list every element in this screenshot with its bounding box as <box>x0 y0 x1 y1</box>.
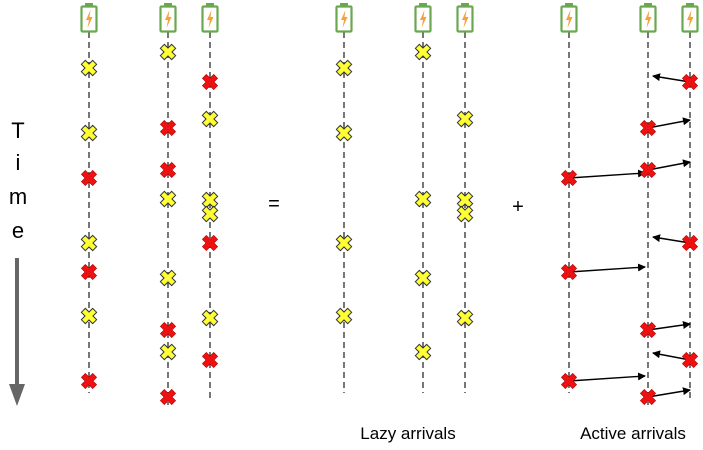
battery-icon <box>560 3 578 33</box>
arrival-link-arrow <box>652 234 691 244</box>
red-x-icon <box>80 372 98 390</box>
timelines <box>80 3 699 405</box>
battery-icon <box>335 3 353 33</box>
arrival-links <box>568 73 691 398</box>
time-axis: T i m e <box>9 118 27 406</box>
arrival-link-arrow <box>647 321 691 331</box>
red-x-icon <box>681 234 699 252</box>
yellow-x-icon <box>80 124 98 142</box>
yellow-x-icon <box>201 205 219 223</box>
battery-icon <box>414 3 432 33</box>
red-x-icon <box>639 321 657 339</box>
red-x-icon <box>201 234 219 252</box>
red-x-icon <box>201 73 219 91</box>
yellow-x-icon <box>159 43 177 61</box>
arrival-link-arrow <box>568 263 646 273</box>
equals-sign: = <box>268 193 280 215</box>
arrival-link-arrow <box>647 117 691 129</box>
red-x-icon <box>159 119 177 137</box>
time-letter-m: m <box>9 184 27 209</box>
arrival-link-arrow <box>647 159 691 171</box>
yellow-x-icon <box>414 190 432 208</box>
yellow-x-icon <box>335 59 353 77</box>
red-x-icon <box>159 388 177 406</box>
yellow-x-icon <box>335 307 353 325</box>
lazy-arrivals-caption: Lazy arrivals <box>360 424 455 443</box>
arrival-link-arrow <box>568 169 646 179</box>
red-x-icon <box>639 161 657 179</box>
time-letter-e: e <box>12 218 24 243</box>
red-x-icon <box>560 372 578 390</box>
red-x-icon <box>201 351 219 369</box>
red-x-icon <box>80 169 98 187</box>
red-x-icon <box>560 169 578 187</box>
yellow-x-icon <box>201 110 219 128</box>
yellow-x-icon <box>414 343 432 361</box>
red-x-icon <box>80 263 98 281</box>
arrival-link-arrow <box>652 73 691 83</box>
red-x-icon <box>681 351 699 369</box>
yellow-x-icon <box>456 110 474 128</box>
arrival-link-arrow <box>568 372 646 382</box>
red-x-icon <box>639 388 657 406</box>
yellow-x-icon <box>456 309 474 327</box>
yellow-x-icon <box>456 205 474 223</box>
battery-icon <box>201 3 219 33</box>
red-x-icon <box>159 321 177 339</box>
plus-sign: + <box>512 196 524 218</box>
yellow-x-icon <box>201 309 219 327</box>
yellow-x-icon <box>159 269 177 287</box>
arrival-marks <box>80 43 699 406</box>
battery-icon <box>639 3 657 33</box>
red-x-icon <box>639 119 657 137</box>
battery-icon <box>681 3 699 33</box>
red-x-icon <box>159 161 177 179</box>
arrival-link-arrow <box>652 350 691 361</box>
yellow-x-icon <box>159 190 177 208</box>
yellow-x-icon <box>335 124 353 142</box>
time-letter-i: i <box>16 150 21 175</box>
time-letter-t: T <box>11 118 24 143</box>
red-x-icon <box>681 73 699 91</box>
yellow-x-icon <box>414 269 432 287</box>
yellow-x-icon <box>80 59 98 77</box>
yellow-x-icon <box>80 234 98 252</box>
time-arrow-head <box>9 384 25 406</box>
battery-icon <box>159 3 177 33</box>
yellow-x-icon <box>414 43 432 61</box>
yellow-x-icon <box>159 343 177 361</box>
active-arrivals-caption: Active arrivals <box>580 424 686 443</box>
red-x-icon <box>560 263 578 281</box>
arrival-link-arrow <box>647 387 691 398</box>
yellow-x-icon <box>80 307 98 325</box>
battery-icon <box>80 3 98 33</box>
battery-icon <box>456 3 474 33</box>
yellow-x-icon <box>335 234 353 252</box>
